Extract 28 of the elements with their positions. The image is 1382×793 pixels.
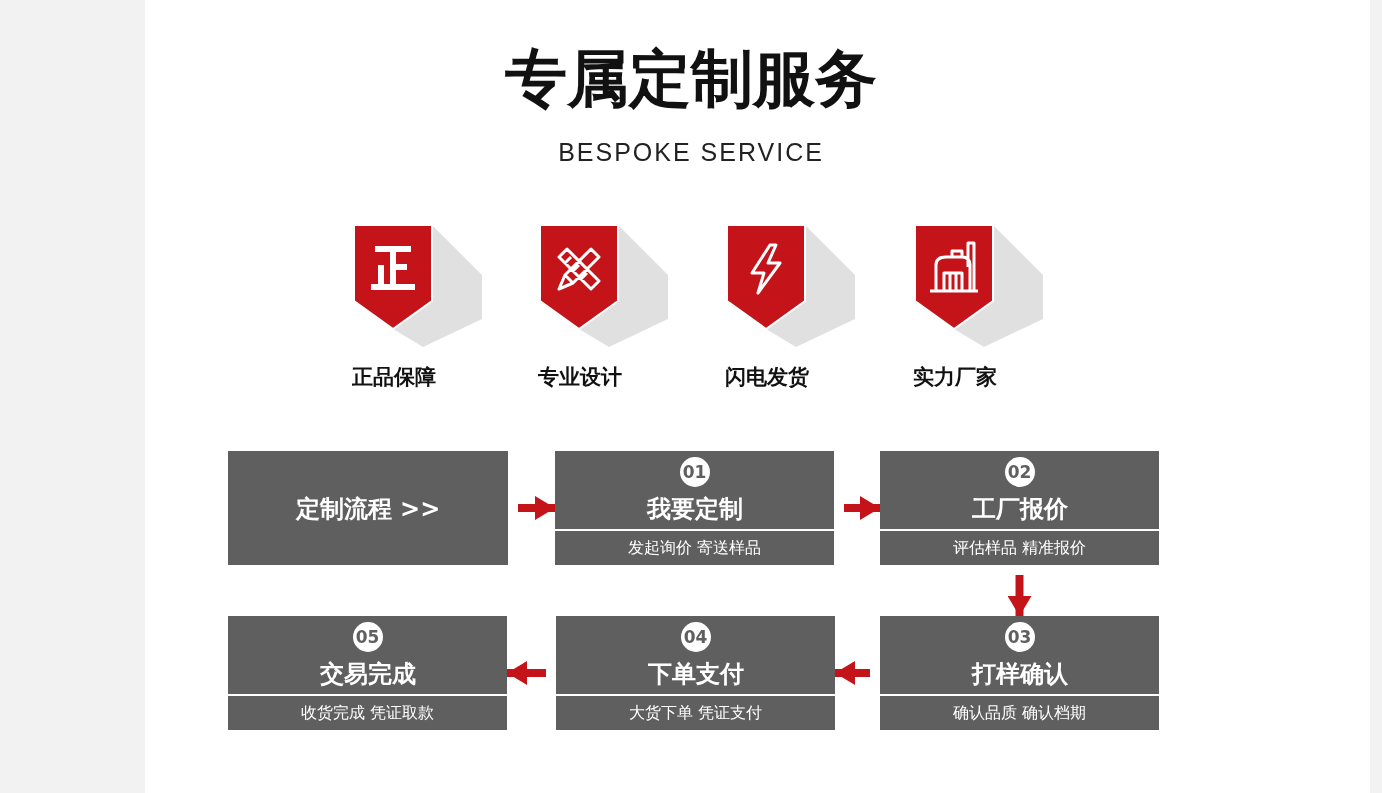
step-description: 收货完成 凭证取款 [228, 694, 507, 730]
step-box [228, 616, 507, 730]
feature-label: 实力厂家 [912, 364, 998, 391]
feature-label: 专业设计 [537, 364, 623, 391]
step-box [880, 616, 1159, 730]
step-number: 03 [1004, 622, 1035, 652]
feature-label: 闪电发货 [724, 364, 810, 391]
step-title: 交易完成 [318, 659, 417, 690]
step-title: 我要定制 [645, 494, 744, 525]
step-description: 大货下单 凭证支付 [556, 694, 835, 730]
title: 专属定制服务 [504, 42, 878, 117]
step-number: 01 [679, 457, 710, 487]
step-description: 评估样品 精准报价 [880, 529, 1159, 565]
step-title: 打样确认 [970, 659, 1069, 690]
step-description: 发起询价 寄送样品 [555, 529, 834, 565]
step-box [555, 451, 834, 565]
step-title: 工厂报价 [970, 494, 1069, 525]
step-box [556, 616, 835, 730]
step-number: 02 [1004, 457, 1035, 487]
step-box [880, 451, 1159, 565]
subtitle: BESPOKE SERVICE [557, 138, 825, 167]
step-number: 04 [680, 622, 711, 652]
step-number: 05 [352, 622, 383, 652]
step-title: 下单支付 [646, 659, 745, 690]
feature-label: 正品保障 [351, 364, 437, 391]
step-description: 确认品质 确认档期 [880, 694, 1159, 730]
process-heading: 定制流程 >> [294, 494, 442, 525]
process-box [228, 451, 508, 565]
